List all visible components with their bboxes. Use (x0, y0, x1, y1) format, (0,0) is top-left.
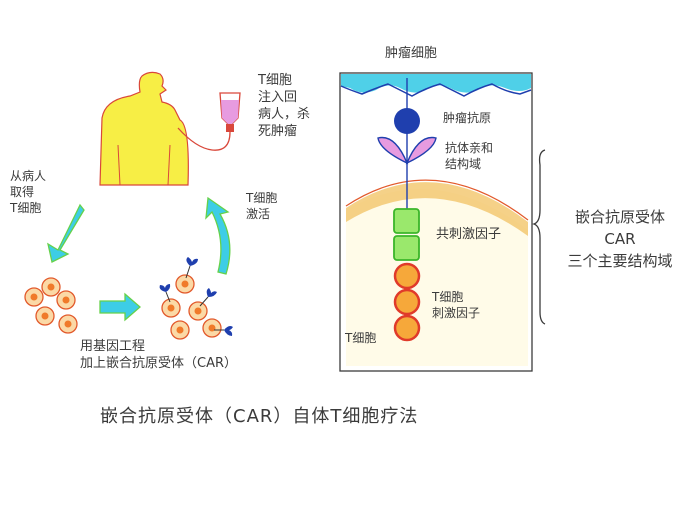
patient-figure (99, 71, 189, 186)
label-tcell-stim: T细胞 刺激因子 (432, 290, 481, 320)
arrow-extract-icon (47, 203, 85, 263)
structure-panel (339, 72, 533, 372)
label-infuse: T细胞 注入回 病人，杀 死肿瘤 (258, 73, 311, 139)
brace-label-car: 嵌合抗原受体 CAR 三个主要结构域 (560, 206, 680, 272)
label-tumor-antigen: 肿瘤抗原 (443, 111, 492, 125)
tcell-stim-domain-icon (393, 262, 421, 342)
tumor-cell-membrane (341, 74, 531, 93)
label-tcell: T细胞 (345, 331, 377, 345)
label-engineer: 用基因工程 加上嵌合抗原受体（CAR） (80, 339, 238, 371)
label-antibody-domain: 抗体亲和 结构域 (445, 141, 494, 171)
brace-line-3: 三个主要结构域 (567, 252, 673, 270)
car-t-cells (159, 257, 233, 340)
page-title: 嵌合抗原受体（CAR）自体T细胞疗法 (100, 406, 419, 427)
antibody-domain-icon (377, 136, 437, 165)
label-activate: T细胞 激活 (246, 191, 278, 221)
arrow-infuse-icon (205, 196, 231, 275)
brace-line-1: 嵌合抗原受体 (574, 208, 665, 226)
arrow-engineer-icon (99, 292, 141, 322)
brace-icon (531, 149, 546, 325)
costim-domain-icon (393, 208, 420, 261)
tumor-antigen-icon (394, 108, 420, 134)
label-costim: 共刺激因子 (436, 227, 502, 242)
label-extract: 从病人 取得 T细胞 (10, 169, 47, 215)
brace-line-2: CAR (604, 230, 636, 248)
label-tumor-cell: 肿瘤细胞 (385, 46, 438, 61)
t-cell-membrane (346, 182, 528, 236)
iv-bag-icon (177, 92, 241, 151)
